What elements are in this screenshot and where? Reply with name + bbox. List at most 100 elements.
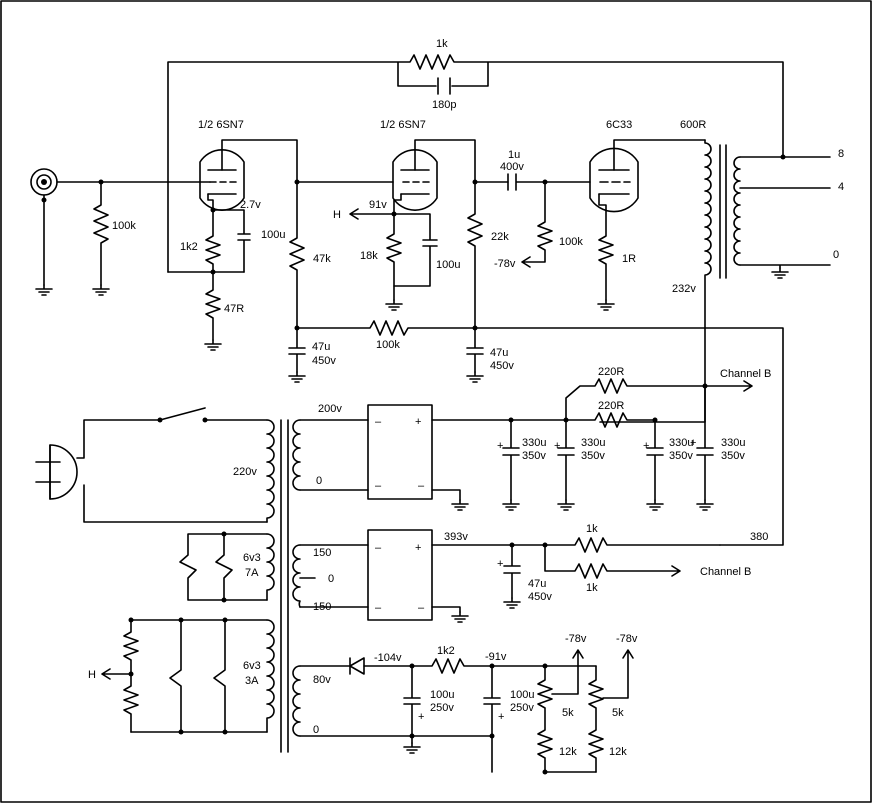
- r1k-a-label: 1k: [586, 523, 598, 535]
- vm104-label: -104v: [374, 652, 402, 664]
- c330-3-plus: +: [643, 440, 649, 452]
- channel-b-label-2: Channel B: [700, 566, 751, 578]
- output-transformer: [599, 139, 831, 423]
- rect2-minus3: –: [418, 602, 425, 614]
- c47u-b-v-label: 450v: [490, 360, 514, 372]
- c47u-b-label: 47u: [490, 347, 508, 359]
- r1k2b-label: 1k2: [437, 645, 455, 657]
- r1k2-label: 1k2: [180, 241, 198, 253]
- rect1-minus-in: –: [375, 416, 382, 428]
- v150b-label: 150: [313, 601, 331, 613]
- labels: 1k 180p 1/2 6SN7 1/2 6SN7 6C33 600R 8 4 …: [88, 38, 844, 758]
- c330-4-label: 330u: [721, 437, 745, 449]
- c330-4-plus: +: [690, 437, 696, 449]
- r100k-dec-label: 100k: [376, 339, 400, 351]
- c330-2-v-label: 350v: [581, 450, 605, 462]
- fb-resistor-label: 1k: [436, 38, 448, 50]
- bias-out-2-label: -78v: [616, 633, 638, 645]
- c100u-b-label: 100u: [436, 259, 460, 271]
- tap0-label: 0: [833, 249, 839, 261]
- c100u-d-plus: +: [498, 711, 504, 723]
- r220-a-label: 220R: [598, 366, 624, 378]
- fil2-label: 6v3: [243, 660, 261, 672]
- c47u-c-v-label: 450v: [528, 591, 552, 603]
- feedback-network: [167, 54, 784, 273]
- sec0-label: 0: [316, 475, 322, 487]
- r1r-label: 1R: [622, 253, 636, 265]
- rect2-minus2: –: [375, 602, 382, 614]
- r12k-a-label: 12k: [559, 746, 577, 758]
- c100u-a-label: 100u: [261, 229, 285, 241]
- xfmr-label: 600R: [680, 119, 706, 131]
- c330-2-plus: +: [554, 440, 560, 452]
- rect2-plus: +: [415, 542, 421, 554]
- bias-supply: [292, 649, 634, 775]
- v0b-label: 0: [313, 724, 319, 736]
- v3-label: 6C33: [606, 119, 632, 131]
- c330-2-label: 330u: [581, 437, 605, 449]
- filament-7a: [179, 531, 275, 603]
- v80-label: 80v: [313, 674, 331, 686]
- rect1-minus-in2: –: [375, 480, 382, 492]
- rect1-minus: –: [418, 480, 425, 492]
- input-jack: [30, 168, 201, 296]
- bias-label: -78v: [494, 258, 516, 270]
- v0mid-label: 0: [328, 573, 334, 585]
- c100u-c-plus: +: [418, 711, 424, 723]
- fil1-label: 6v3: [243, 552, 261, 564]
- r18k-label: 18k: [360, 250, 378, 262]
- v2-label: 1/2 6SN7: [380, 119, 426, 131]
- r1k-b-label: 1k: [586, 582, 598, 594]
- bias-out-1-label: -78v: [565, 633, 587, 645]
- tube-v2: [349, 139, 784, 546]
- h-in-label: H: [88, 669, 96, 681]
- c100u-c-label: 100u: [430, 689, 454, 701]
- mains-input: [35, 407, 275, 523]
- rin-label: 100k: [112, 220, 136, 232]
- pot1-label: 5k: [562, 707, 574, 719]
- rect2-minus: –: [375, 542, 382, 554]
- v1-label: 1/2 6SN7: [198, 119, 244, 131]
- rect1-plus: +: [415, 416, 421, 428]
- filament-3a: [101, 617, 275, 735]
- c1u-v-label: 400v: [500, 161, 524, 173]
- c330-1-label: 330u: [522, 437, 546, 449]
- c1u-label: 1u: [508, 149, 520, 161]
- fb-cap-label: 180p: [432, 99, 456, 111]
- c330-3-v-label: 350v: [669, 450, 693, 462]
- c100u-d-label: 100u: [510, 689, 534, 701]
- r47k-label: 47k: [313, 253, 331, 265]
- tube-v1: [167, 139, 298, 351]
- v91-label: 91v: [369, 199, 387, 211]
- tap4-label: 4: [838, 181, 844, 193]
- v200-label: 200v: [318, 403, 342, 415]
- v393-label: 393v: [444, 531, 468, 543]
- c100u-d-v-label: 250v: [510, 702, 534, 714]
- v27-label: 2.7v: [240, 199, 261, 211]
- fil1-amp-label: 7A: [245, 567, 259, 579]
- c330-1-v-label: 350v: [522, 450, 546, 462]
- v150a-label: 150: [313, 547, 331, 559]
- v232-label: 232v: [672, 283, 696, 295]
- fil2-amp-label: 3A: [245, 675, 259, 687]
- v220-label: 220v: [233, 466, 257, 478]
- pot2-label: 5k: [612, 707, 624, 719]
- r220-b-label: 220R: [598, 400, 624, 412]
- channel-b-label-1: Channel B: [720, 368, 771, 380]
- r100k-g-label: 100k: [559, 236, 583, 248]
- v380-label: 380: [750, 531, 768, 543]
- h-out-label: H: [333, 209, 341, 221]
- r47r-label: 47R: [224, 303, 244, 315]
- hv-supply-2: [292, 529, 721, 623]
- c47u-a-v-label: 450v: [312, 355, 336, 367]
- c330-1-plus: +: [497, 440, 503, 452]
- power-transformer-core: [280, 419, 289, 753]
- v1-plate-network: [288, 179, 476, 383]
- r12k-b-label: 12k: [609, 746, 627, 758]
- c47u-c-label: 47u: [528, 578, 546, 590]
- hv-supply-1: [292, 378, 753, 511]
- coupling-network: [507, 173, 591, 268]
- c330-3-label: 330u: [669, 437, 693, 449]
- c100u-c-v-label: 250v: [430, 702, 454, 714]
